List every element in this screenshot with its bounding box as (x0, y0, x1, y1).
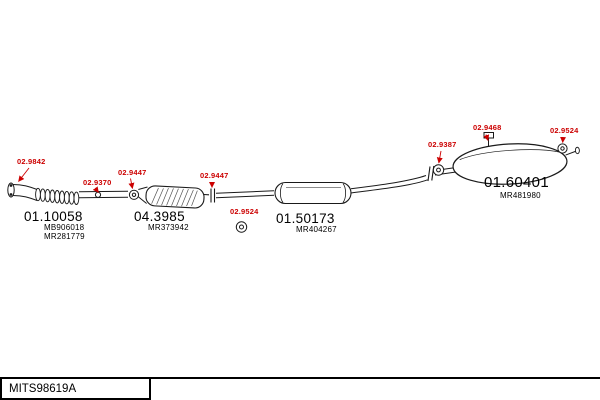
front-pipe (78, 190, 129, 199)
part-ref: MR481980 (500, 190, 541, 200)
catalytic-converter (137, 185, 205, 209)
center-muffler (274, 181, 352, 205)
front-pipe-flange (7, 182, 38, 201)
callout-02-9447-a: 02.9447 (118, 168, 147, 177)
part-ref: MR281779 (44, 232, 85, 242)
part-code: 01.50173 (276, 211, 335, 226)
catalog-id: MITS98619A (9, 382, 77, 395)
part-label-01-10058: 01.10058 MB906018 MR281779 (24, 209, 85, 242)
mid-flange-joint (203, 188, 216, 203)
callout-02-9524-a: 02.9524 (230, 207, 259, 216)
rubber-grommet-right (557, 143, 568, 154)
hanger-ring-mid (432, 164, 445, 176)
callout-arrows (18, 134, 567, 193)
part-ref: MR373942 (148, 223, 189, 233)
part-ref: MB906018 (44, 223, 85, 233)
gasket-ring-front (128, 189, 140, 200)
callout-02-9842: 02.9842 (17, 157, 46, 166)
part-code: 01.10058 (24, 209, 83, 224)
part-ref: MR404267 (296, 225, 337, 235)
part-label-01-50173: 01.50173 MR404267 (276, 211, 337, 235)
part-label-01-60401: 01.60401 MR481980 (484, 174, 549, 201)
catalog-id-cell: MITS98619A (0, 377, 151, 400)
part-label-04-3985: 04.3985 MR373942 (134, 209, 189, 233)
part-code: 01.60401 (484, 174, 549, 191)
callout-02-9468: 02.9468 (473, 123, 502, 132)
callout-02-9447-b: 02.9447 (200, 171, 229, 180)
callout-02-9524-b: 02.9524 (550, 126, 579, 135)
footer-rule (0, 377, 600, 379)
flex-pipe-section (35, 187, 80, 205)
rear-muffler (452, 143, 580, 185)
tail-pipe (350, 175, 428, 194)
intermediate-pipe (215, 190, 275, 199)
callout-02-9370: 02.9370 (83, 178, 112, 187)
rubber-grommet-mid (235, 221, 248, 233)
rear-hanger-bracket (483, 132, 494, 146)
callout-02-9387: 02.9387 (428, 140, 457, 149)
part-code: 04.3985 (134, 209, 185, 224)
